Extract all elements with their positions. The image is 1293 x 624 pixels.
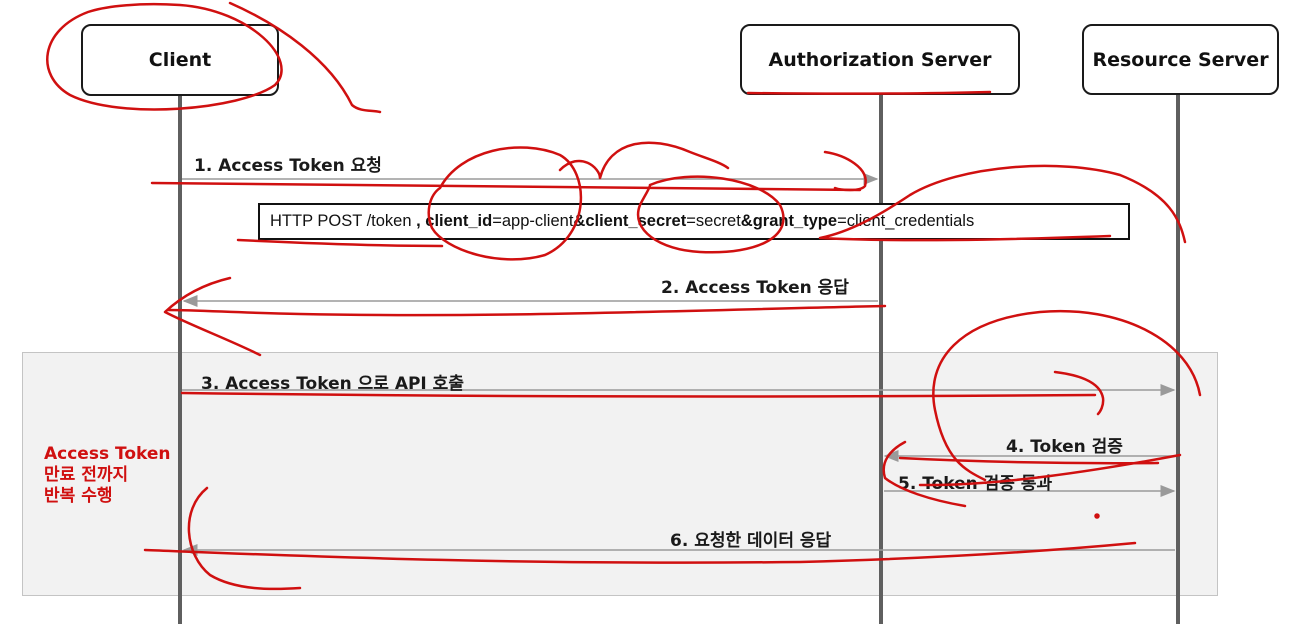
auth-server-lifeline — [879, 95, 883, 624]
message-2-label: 2. Access Token 응답 — [661, 278, 849, 298]
annotation-clientid-loop — [427, 146, 583, 261]
annotation-auth-underline — [746, 90, 992, 95]
annotation-bridge — [558, 141, 730, 180]
annotation-msg5-line — [918, 453, 1182, 487]
loop-condition-label: Access Token 만료 전까지 반복 수행 — [44, 444, 171, 507]
annotation-client-loop — [46, 1, 382, 114]
annotation-msg1-line — [150, 181, 862, 192]
annotation-validation-loop — [932, 309, 1202, 482]
annotation-granttype-loop — [818, 164, 1187, 244]
note-sep: , — [416, 212, 426, 230]
resource-server-actor: Resource Server — [1082, 24, 1279, 95]
client-actor-label: Client — [148, 49, 212, 71]
annotation-msg6-swirl — [187, 486, 302, 591]
annotation-msg3-line — [180, 391, 1097, 398]
note-key-grant-type: &grant_type — [740, 212, 838, 230]
message-3-label: 3. Access Token 으로 API 호출 — [201, 374, 464, 394]
annotation-secret-loop — [636, 175, 785, 254]
annotation-msg1-hook — [823, 150, 867, 192]
message-4-label: 4. Token 검증 — [1006, 437, 1123, 457]
annotation-msg3-hook — [1053, 370, 1105, 416]
annotation-msg4-line — [898, 456, 1160, 465]
message-1-label: 1. Access Token 요청 — [194, 156, 382, 176]
resource-server-lifeline — [1176, 95, 1180, 624]
note-val-client-id: =app-client — [492, 212, 574, 230]
resource-server-actor-label: Resource Server — [1092, 48, 1269, 71]
note-prefix: HTTP POST /token — [270, 212, 417, 230]
loop-label-line-3: 반복 수행 — [44, 486, 113, 506]
annotation-msg2-arrowhead — [163, 276, 262, 357]
annotation-msg6-line — [143, 541, 1137, 564]
annotation-msg4-arrow — [882, 440, 967, 508]
annotation-dot — [1094, 513, 1100, 519]
annotation-note-underline-left — [236, 238, 444, 248]
loop-label-line-2: 만료 전까지 — [44, 465, 129, 485]
token-request-note: HTTP POST /token , client_id =app-client… — [258, 203, 1130, 240]
client-lifeline — [178, 95, 182, 624]
auth-server-actor-label: Authorization Server — [768, 48, 992, 71]
note-key-client-id: client_id — [425, 212, 493, 230]
note-key-client-secret: &client_secret — [573, 212, 687, 230]
message-6-label: 6. 요청한 데이터 응답 — [670, 531, 832, 551]
loop-label-line-1: Access Token — [44, 444, 171, 464]
client-actor: Client — [81, 24, 279, 96]
note-val-grant-type: =client_credentials — [837, 212, 975, 230]
auth-server-actor: Authorization Server — [740, 24, 1020, 95]
annotation-msg2-line — [166, 304, 887, 317]
note-val-client-secret: =secret — [686, 212, 741, 230]
